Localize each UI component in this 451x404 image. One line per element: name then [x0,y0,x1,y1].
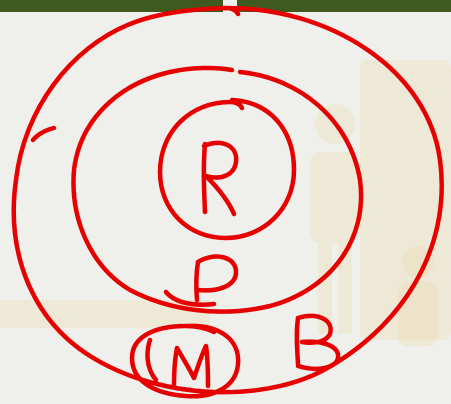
letter-p-strokes [196,257,236,300]
outer-circle-tick [33,128,54,140]
letter-m-strokes [174,346,208,386]
letter-r-strokes [204,143,236,214]
small-circle-inner [148,340,156,380]
inner-circle [160,100,294,238]
